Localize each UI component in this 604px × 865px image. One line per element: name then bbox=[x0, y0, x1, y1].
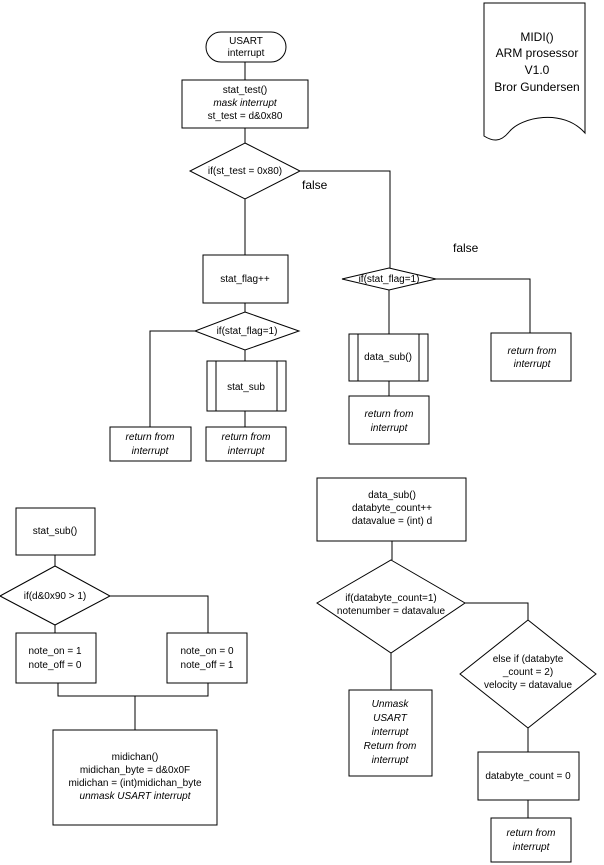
node-text: Unmask bbox=[372, 699, 410, 710]
node-text: interrupt bbox=[514, 359, 552, 370]
connector bbox=[465, 602, 529, 620]
connector bbox=[57, 683, 209, 697]
node-text: if(stat_flag=1) bbox=[359, 274, 420, 285]
node-text: interrupt bbox=[228, 446, 266, 457]
node-text: data_sub() bbox=[368, 490, 416, 501]
node-text: _count = 2) bbox=[502, 667, 553, 678]
node-text: stat_sub bbox=[227, 382, 265, 393]
node-text: Return from bbox=[364, 741, 417, 752]
node-text: interrupt bbox=[371, 423, 409, 434]
note-on-1-process: note_on = 1 note_off = 0 bbox=[15, 632, 97, 684]
node-text: if(st_test = 0x80) bbox=[208, 166, 282, 177]
node-text: return from bbox=[365, 409, 414, 420]
node-text: note_off = 0 bbox=[29, 660, 82, 671]
doc-note-line: V1.0 bbox=[525, 63, 550, 77]
node-text: databyte_count = 0 bbox=[485, 771, 571, 782]
node-text: if(d&0x90 > 1) bbox=[24, 591, 87, 602]
node-text: notenumber = datavalue bbox=[337, 606, 446, 617]
connector bbox=[149, 330, 200, 427]
stat-flag-decision-left: if(stat_flag=1) bbox=[193, 311, 301, 351]
node-text: return from bbox=[126, 432, 175, 443]
node-text: return from bbox=[508, 346, 557, 357]
data-sub-predefined: data_sub() bbox=[348, 333, 429, 382]
node-text: note_on = 0 bbox=[180, 646, 234, 657]
node-text: interrupt bbox=[228, 48, 265, 59]
node-text: interrupt bbox=[372, 755, 410, 766]
doc-note: MIDI() ARM prosessor V1.0 Bror Gundersen bbox=[483, 2, 586, 141]
databyte-1-decision: if(databyte_count=1) notenumber = datava… bbox=[316, 559, 466, 654]
return-left-2: return from interrupt bbox=[205, 426, 287, 462]
st-test-decision: if(st_test = 0x80) bbox=[188, 142, 302, 200]
databyte-reset-process: databyte_count = 0 bbox=[477, 751, 580, 801]
start-terminator: USART interrupt bbox=[205, 31, 287, 63]
return-right-1: return from interrupt bbox=[348, 395, 430, 445]
node-text: datavalue = (int) d bbox=[352, 516, 432, 527]
midichan-process: midichan() midichan_byte = d&0x0F midich… bbox=[52, 729, 218, 826]
node-text: midichan = (int)midichan_byte bbox=[68, 778, 202, 789]
node-text: midichan_byte = d&0x0F bbox=[80, 765, 190, 776]
stat-sub-predefined: stat_sub bbox=[206, 360, 287, 412]
stat-test-process: stat_test() mask interrupt st_test = d&0… bbox=[181, 79, 309, 129]
node-text: interrupt bbox=[372, 727, 410, 738]
node-text: velocity = datavalue bbox=[484, 680, 573, 691]
node-text: midichan() bbox=[112, 752, 159, 763]
node-text: USART bbox=[229, 36, 263, 47]
document-shape bbox=[483, 2, 586, 141]
databyte-2-decision: else if (databyte _count = 2) velocity =… bbox=[459, 619, 597, 729]
false-label: false bbox=[453, 241, 479, 255]
stat-flag-decision-right: if(stat_flag=1) bbox=[341, 267, 437, 291]
node-text: return from bbox=[507, 828, 556, 839]
node-text: else if (databyte bbox=[493, 654, 564, 665]
node-text: note_on = 1 bbox=[28, 646, 82, 657]
node-text: stat_flag++ bbox=[220, 274, 270, 285]
stat-sub-definition: stat_sub() bbox=[15, 507, 96, 556]
note-on-0-process: note_on = 0 note_off = 1 bbox=[166, 632, 248, 684]
node-text: unmask USART interrupt bbox=[80, 791, 192, 802]
d-and-90-decision: if(d&0x90 > 1) bbox=[0, 565, 112, 626]
node-text: USART bbox=[373, 713, 408, 724]
node-text: data_sub() bbox=[364, 352, 412, 363]
connector bbox=[436, 278, 531, 333]
node-text: st_test = d&0x80 bbox=[208, 111, 283, 122]
return-bottom: return from interrupt bbox=[490, 817, 572, 863]
stat-flag-increment: stat_flag++ bbox=[202, 254, 289, 304]
connectors bbox=[54, 62, 531, 818]
connector bbox=[110, 595, 209, 633]
unmask-return-process: Unmask USART interrupt Return from inter… bbox=[348, 689, 433, 777]
doc-note-line: MIDI() bbox=[520, 30, 553, 44]
return-left-1: return from interrupt bbox=[109, 426, 192, 462]
data-sub-definition: data_sub() databyte_count++ datavalue = … bbox=[316, 477, 467, 542]
return-right-2: return from interrupt bbox=[490, 332, 572, 382]
node-text: if(stat_flag=1) bbox=[217, 326, 278, 337]
false-label: false bbox=[302, 178, 328, 192]
doc-note-line: ARM prosessor bbox=[496, 46, 579, 60]
node-text: note_off = 1 bbox=[181, 660, 234, 671]
node-text: databyte_count++ bbox=[352, 503, 432, 514]
node-text: interrupt bbox=[132, 446, 170, 457]
node-text: stat_sub() bbox=[33, 526, 77, 537]
node-text: return from bbox=[222, 432, 271, 443]
node-text: interrupt bbox=[513, 842, 551, 853]
node-text: mask interrupt bbox=[213, 98, 278, 109]
connector bbox=[300, 170, 391, 268]
node-text: if(databyte_count=1) bbox=[345, 593, 436, 604]
doc-note-line: Bror Gundersen bbox=[494, 80, 579, 94]
node-text: stat_test() bbox=[223, 85, 267, 96]
